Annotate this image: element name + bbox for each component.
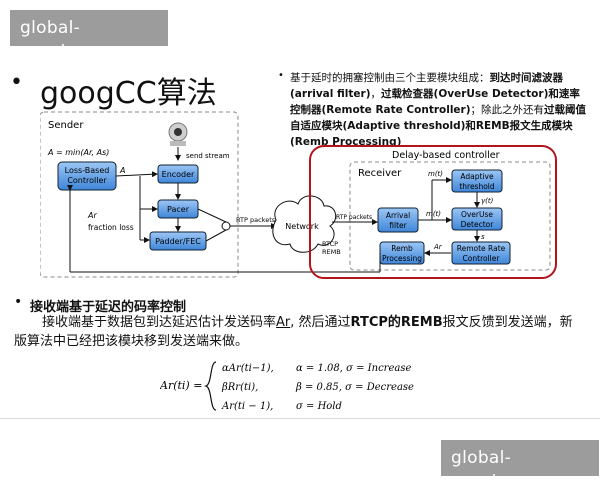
remote-rate-controller-box (451, 241, 511, 265)
rtcp-label: RTCP (322, 240, 338, 248)
encoder-label: Encoder (162, 170, 195, 179)
remb-label: REMB (322, 248, 341, 256)
intro-bullet: • (278, 70, 284, 81)
loss-ctrl-line2: Controller (67, 176, 107, 185)
section-body-bold: RTCP的REMB (350, 315, 443, 330)
receiver-label: Receiver (358, 168, 402, 179)
remb-proc-line1: Remb (391, 244, 413, 253)
equation-row2-expr: βRr(ti), (221, 382, 258, 393)
equation-brace (204, 361, 217, 411)
delay-controller-region (309, 145, 557, 279)
section-body-3: 报文反馈到发送端，新版算法中已经把该模块移到发送端来做。 (14, 315, 573, 349)
s-label: s (481, 233, 485, 241)
overuse-line2: Detector (461, 220, 495, 229)
camera-icon (168, 122, 188, 146)
fraction-loss-label: fraction loss (88, 223, 134, 232)
a-label: A (119, 166, 125, 175)
ar-label: Ar (87, 211, 97, 220)
loss-ctrl-line1: Loss-Based (65, 166, 110, 175)
section-body-2: , 然后通过 (290, 315, 351, 330)
section-body: 接收端基于数据包到达延迟估计发送码率Ar, 然后通过RTCP的REMB报文反馈到… (14, 313, 574, 351)
section-body-1: 接收端基于数据包到达延迟估计发送码率 (42, 315, 277, 330)
rate-equation: Ar(ti) = αAr(ti−1), α = 1.08, σ = Increa… (160, 361, 414, 412)
equation-lhs: Ar(ti) = (160, 379, 202, 392)
gamma-label: γ(t) (481, 197, 494, 205)
intro-text-1: 基于延时的拥塞控制由三个主要模块组成： (290, 72, 490, 84)
equation-row2-cond: β = 0.85, σ = Decrease (295, 382, 414, 393)
ar-receiver-label: Ar (433, 243, 443, 251)
sender-region (40, 111, 239, 278)
slide-title: googCC算法 (40, 76, 217, 111)
remote-rate-line1: Remote Rate (457, 244, 506, 253)
section-bullet: • (14, 294, 23, 310)
mt-label-2: m(t) (428, 170, 443, 178)
gcc-architecture-diagram: Sender A = min(Ar, As) send stream Loss-… (40, 111, 557, 279)
section-body-ar: Ar (276, 315, 291, 330)
arrival-filter-line1: Arrival (386, 211, 410, 220)
sum-node (221, 221, 231, 231)
padder-fec-label: Padder/FEC (155, 237, 201, 246)
receiver-region (349, 161, 551, 271)
footer-divider (0, 418, 600, 419)
watermark-top: global-zucai.com (10, 10, 168, 62)
sender-label: Sender (48, 120, 84, 131)
watermark-bottom: global-zucai.com (441, 440, 599, 492)
rtp-packets-receiver-label: RTP packets (336, 214, 372, 221)
arrival-filter-line2: filter (389, 221, 407, 230)
formula-text: A = min(Ar, As) (47, 148, 109, 157)
send-stream-label: send stream (186, 152, 230, 160)
remote-rate-line2: Controller (463, 254, 501, 263)
intro-bold-3: 过载阈值自适应模块(Adaptive threshold)和REMB报文生成模块… (290, 104, 587, 148)
intro-bold-2: 过载检查器(OverUse Detector)和速率控制器(Remote Rat… (290, 88, 580, 116)
equation-row3-expr: Ar(ti − 1), (221, 401, 273, 412)
adaptive-line2: threshold (459, 182, 495, 191)
overuse-line1: OverUse (461, 210, 493, 219)
delay-controller-title: Delay-based controller (392, 150, 500, 161)
section-heading: 接收端基于延迟的码率控制 (30, 300, 187, 315)
equation-row3-cond: σ = Hold (296, 401, 342, 412)
pacer-label: Pacer (167, 205, 190, 214)
rtp-packets-sender-label: RTP packets (236, 216, 276, 224)
intro-bold-1: 到达时间滤波器(arrival filter) (290, 72, 563, 100)
equation-row1-cond: α = 1.08, σ = Increase (296, 363, 411, 374)
network-cloud-icon (272, 195, 337, 253)
mt-label-1: m(t) (426, 210, 441, 218)
intro-text-3: ；除此之外还有 (470, 104, 545, 116)
intro-text-2: ， (370, 88, 382, 100)
network-label: Network (285, 222, 319, 231)
equation-row1-expr: αAr(ti−1), (222, 363, 274, 374)
title-bullet: • (10, 70, 23, 95)
adaptive-line1: Adaptive (460, 172, 494, 181)
intro-paragraph: 基于延时的拥塞控制由三个主要模块组成：到达时间滤波器(arrival filte… (290, 70, 590, 150)
remb-proc-line2: Processing (382, 254, 422, 263)
